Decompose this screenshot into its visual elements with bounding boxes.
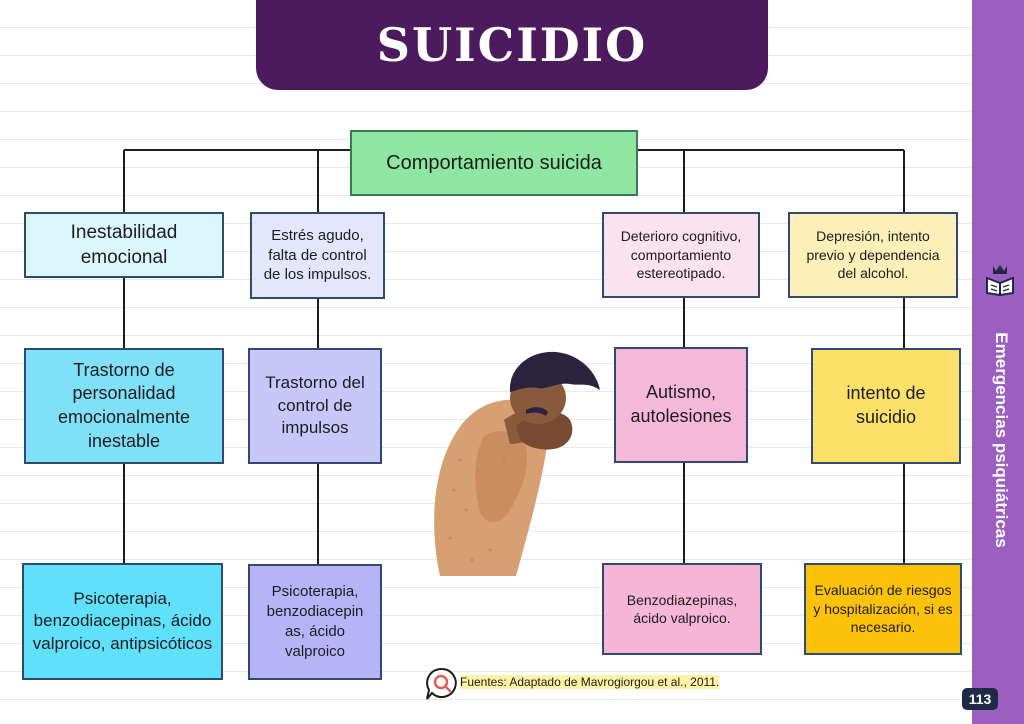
source-note: Fuentes: Adaptado de Mavrogiorgou et al.… [460, 672, 732, 692]
factor-box-2: Estrés agudo, falta de control de los im… [250, 212, 385, 299]
treatment-box-1: Psicoterapia, benzodiacepinas, ácido val… [22, 563, 223, 680]
source-text: Fuentes: Adaptado de Mavrogiorgou et al.… [460, 675, 720, 689]
condition-box-1: Trastorno de personalidad emocionalmente… [24, 348, 224, 464]
distressed-person-illustration [434, 351, 600, 576]
condition-box-3: Autismo, autolesiones [614, 347, 748, 463]
condition-box-4: intento de suicidio [811, 348, 961, 464]
title-banner: SUICIDIO [256, 0, 768, 90]
factor-box-1: Inestabilidad emocional [24, 212, 224, 278]
diagram-connectors [123, 149, 905, 564]
treatment-box-2: Psicoterapia, benzodiacepin as, ácido va… [248, 564, 382, 680]
magnifier-icon [426, 667, 457, 700]
factor-box-3: Deterioro cognitivo, comportamiento este… [602, 212, 760, 298]
condition-box-2: Trastorno del control de impulsos [248, 348, 382, 464]
page-title: SUICIDIO [376, 18, 648, 72]
sidebar-label: Emergencias psiquiátricas [992, 332, 1011, 548]
page-number-badge: 113 [962, 688, 998, 710]
book-crown-icon [986, 265, 1014, 296]
factor-box-4: Depresión, intento previo y dependencia … [788, 212, 958, 298]
diagram-root-box: Comportamiento suicida [350, 130, 638, 196]
treatment-box-3: Benzodiazepinas, ácido valproico. [602, 563, 762, 655]
sidebar [972, 0, 1024, 724]
treatment-box-4: Evaluación de riesgos y hospitalización,… [804, 563, 962, 655]
